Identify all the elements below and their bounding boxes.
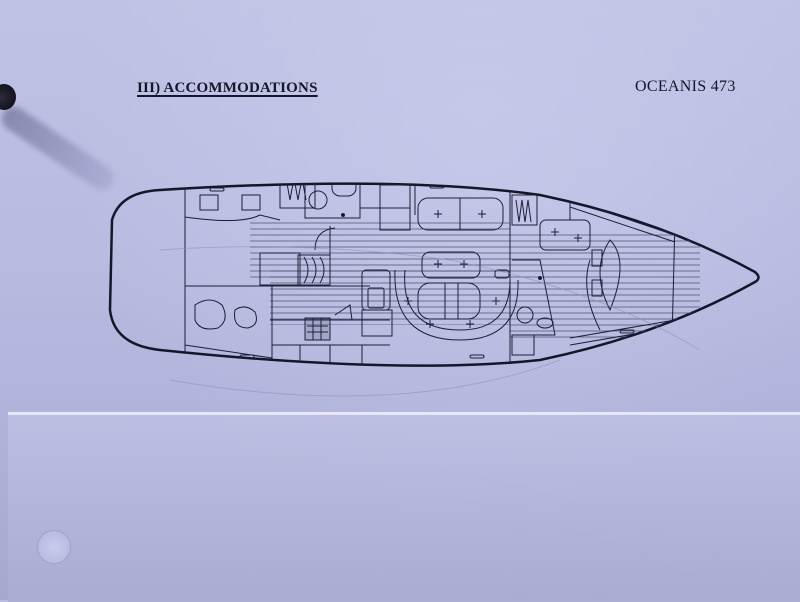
section-heading: III) ACCOMMODATIONS xyxy=(137,80,318,96)
binder-hole-bottom xyxy=(37,530,71,564)
protective-sleeve xyxy=(8,412,800,602)
accommodation-plan xyxy=(108,182,760,367)
model-name: OCEANIS 473 xyxy=(635,78,736,95)
binder-ring-hole xyxy=(0,84,16,110)
